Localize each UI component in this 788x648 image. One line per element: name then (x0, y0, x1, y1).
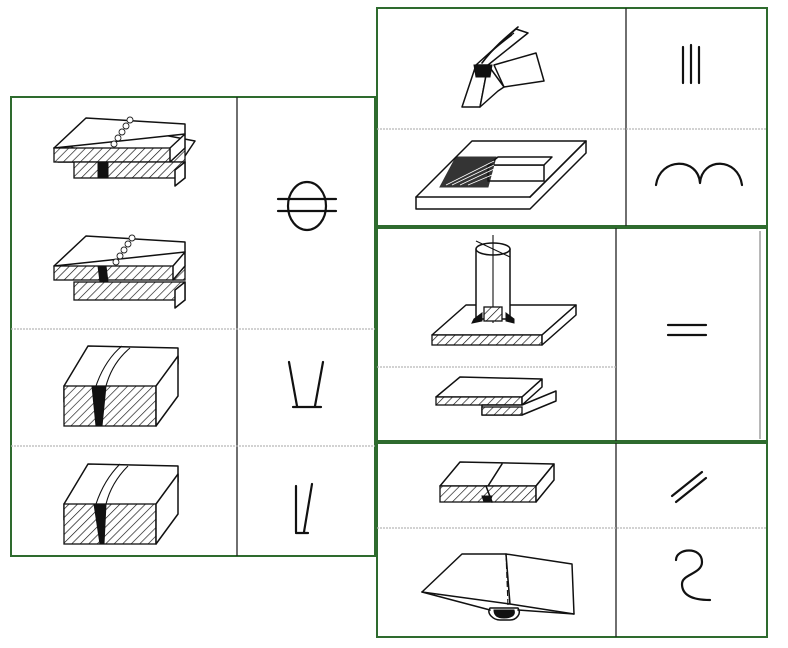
spot-weld-lap-joint-top (53, 116, 196, 187)
top-right-panel (376, 7, 768, 227)
v-groove-symbol (287, 360, 325, 409)
inclined-joint-symbol (670, 470, 708, 504)
plug-joint-symbol (666, 323, 708, 337)
spot-weld-lap-joint-bottom (53, 234, 186, 309)
surfacing-weld (415, 140, 587, 210)
folded-seam-joint (421, 553, 575, 621)
stud-weld (431, 235, 577, 346)
single-v-butt-weld (63, 345, 179, 427)
surfacing-symbol (654, 162, 744, 187)
spot-weld-symbol (276, 180, 338, 232)
bevel-groove-symbol (294, 482, 314, 535)
edge-flange-weld (461, 26, 545, 108)
middle-right-panel (376, 227, 768, 442)
single-bevel-butt-weld (63, 463, 179, 545)
lap-weld (435, 376, 557, 416)
inclined-joint (439, 461, 555, 503)
flange-edge-symbol (681, 43, 701, 85)
left-panel (10, 96, 376, 557)
bottom-right-panel (376, 442, 768, 638)
folded-joint-symbol (674, 549, 712, 602)
